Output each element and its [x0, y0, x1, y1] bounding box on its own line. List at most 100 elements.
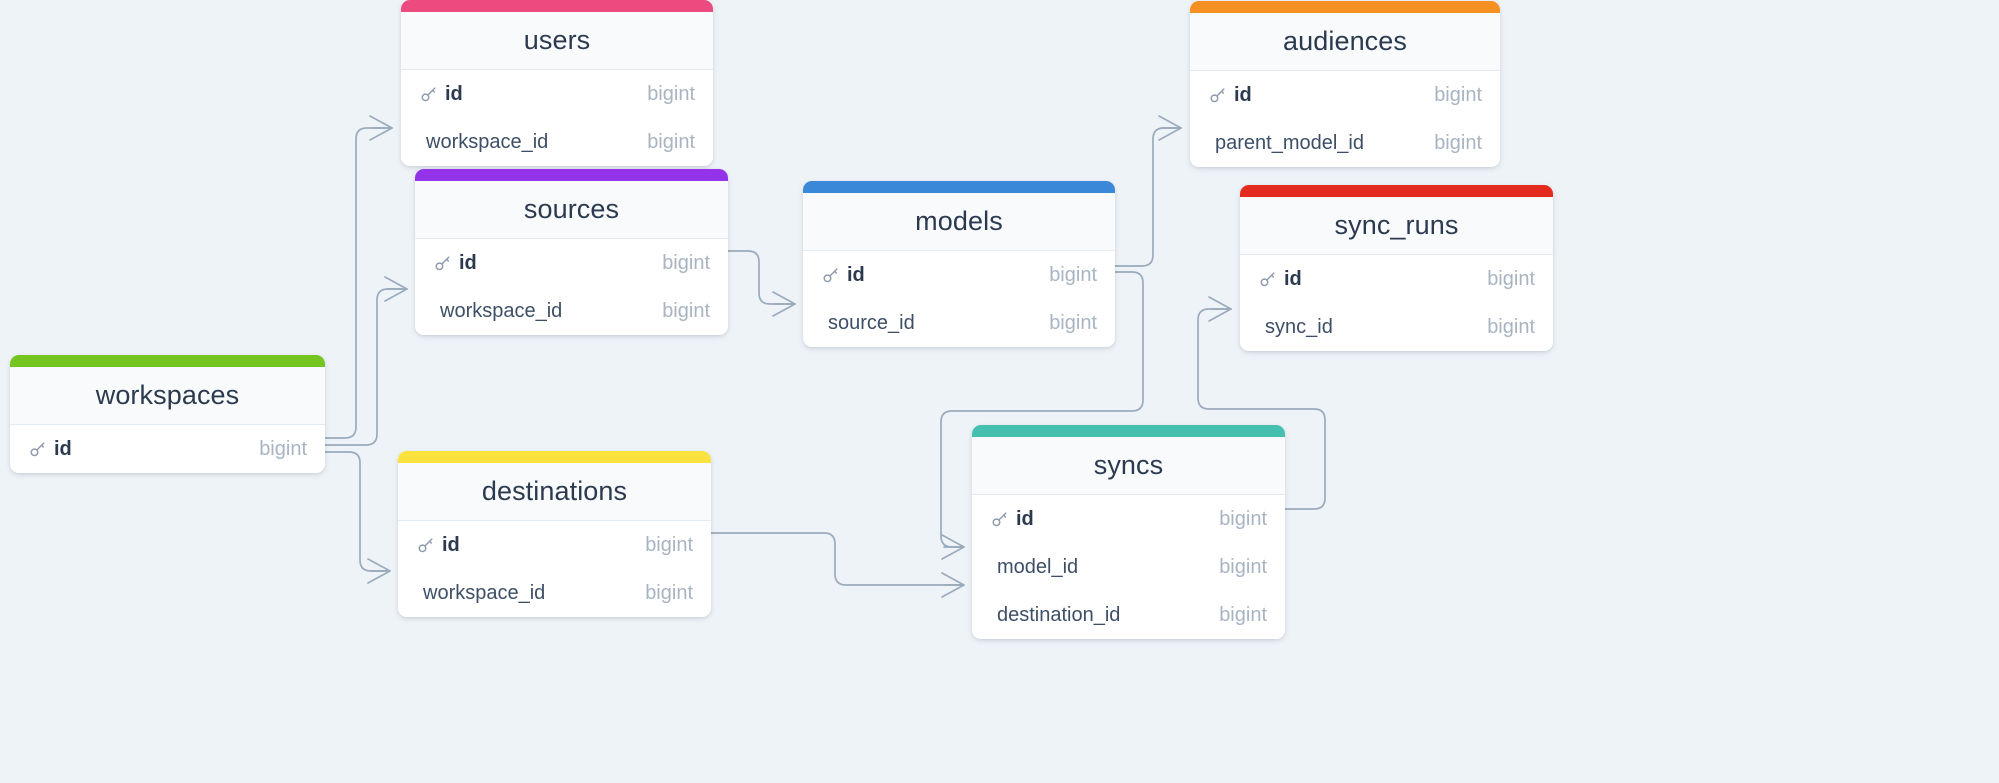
table-accent-bar [972, 425, 1285, 437]
column-row[interactable]: id bigint [972, 495, 1285, 543]
column-name: id [442, 533, 460, 556]
column-type: bigint [259, 437, 307, 460]
column-type: bigint [1049, 263, 1097, 286]
column-type: bigint [1219, 603, 1267, 626]
key-icon [419, 85, 438, 104]
crowfoot-syncruns [1208, 296, 1232, 322]
column-row[interactable]: id bigint [1190, 71, 1500, 119]
column-row[interactable]: id bigint [803, 251, 1115, 299]
column-type: bigint [1487, 267, 1535, 290]
edge-sources-models [727, 250, 796, 305]
column-name-group: destination_id [990, 604, 1203, 627]
column-name: id [459, 251, 477, 274]
column-name: workspace_id [426, 130, 549, 153]
table-card-destinations[interactable]: destinations id bigint workspace_id bigint [398, 451, 711, 617]
column-name-group: id [433, 252, 646, 275]
column-row[interactable]: id bigint [401, 70, 713, 118]
column-row[interactable]: workspace_id bigint [398, 569, 711, 617]
table-card-models[interactable]: models id bigint source_id bigint [803, 181, 1115, 347]
column-name: id [847, 263, 865, 286]
crowfoot-users [369, 115, 393, 141]
crowfoot-models [772, 291, 796, 317]
column-name: id [1234, 83, 1252, 106]
column-row[interactable]: id bigint [415, 239, 728, 287]
edge-destinations-syncs [710, 532, 965, 586]
table-title: users [401, 12, 713, 70]
column-name: id [54, 437, 72, 460]
table-accent-bar [398, 451, 711, 463]
crowfoot-destinations [367, 558, 391, 584]
key-icon [1208, 86, 1227, 105]
table-accent-bar [415, 169, 728, 181]
table-card-users[interactable]: users id bigint workspace_id bigint [401, 0, 713, 166]
column-name: source_id [828, 311, 915, 334]
column-name-group: sync_id [1258, 316, 1471, 339]
column-name-group: workspace_id [433, 300, 646, 323]
column-name: id [445, 82, 463, 105]
table-card-sources[interactable]: sources id bigint workspace_id bigint [415, 169, 728, 335]
column-row[interactable]: id bigint [398, 521, 711, 569]
column-name-group: workspace_id [419, 131, 631, 154]
table-card-workspaces[interactable]: workspaces id bigint [10, 355, 325, 473]
column-name-group: id [821, 264, 1033, 287]
table-title: syncs [972, 437, 1285, 495]
column-row[interactable]: id bigint [1240, 255, 1553, 303]
edge-workspaces-users [324, 127, 393, 439]
column-type: bigint [645, 533, 693, 556]
table-accent-bar [10, 355, 325, 367]
column-row[interactable]: workspace_id bigint [415, 287, 728, 335]
key-icon [433, 254, 452, 273]
key-icon [416, 536, 435, 555]
column-name-group: workspace_id [416, 582, 629, 605]
crowfoot-syncs-model [941, 534, 965, 560]
column-type: bigint [647, 130, 695, 153]
column-name-group: id [1258, 268, 1471, 291]
table-accent-bar [803, 181, 1115, 193]
column-type: bigint [1219, 555, 1267, 578]
column-row[interactable]: model_id bigint [972, 543, 1285, 591]
edge-models-audiences [1114, 127, 1182, 267]
crowfoot-sources [384, 276, 408, 302]
column-name: id [1016, 507, 1034, 530]
key-icon [28, 440, 47, 459]
column-type: bigint [1434, 131, 1482, 154]
column-name: sync_id [1265, 315, 1333, 338]
table-title: sources [415, 181, 728, 239]
column-name-group: id [416, 534, 629, 557]
column-row[interactable]: workspace_id bigint [401, 118, 713, 166]
column-type: bigint [647, 82, 695, 105]
table-accent-bar [401, 0, 713, 12]
table-title: audiences [1190, 13, 1500, 71]
column-name-group: parent_model_id [1208, 132, 1418, 155]
key-icon [1258, 270, 1277, 289]
crowfoot-syncs-destination [941, 572, 965, 598]
column-type: bigint [1434, 83, 1482, 106]
column-type: bigint [645, 581, 693, 604]
column-row[interactable]: source_id bigint [803, 299, 1115, 347]
column-row[interactable]: id bigint [10, 425, 325, 473]
table-title: destinations [398, 463, 711, 521]
column-name-group: id [990, 508, 1203, 531]
table-title: models [803, 193, 1115, 251]
key-icon [990, 510, 1009, 529]
column-name: workspace_id [423, 581, 546, 604]
column-row[interactable]: destination_id bigint [972, 591, 1285, 639]
column-name: model_id [997, 555, 1079, 578]
table-accent-bar [1240, 185, 1553, 197]
column-name: destination_id [997, 603, 1121, 626]
column-type: bigint [662, 299, 710, 322]
table-card-audiences[interactable]: audiences id bigint parent_model_id bigint [1190, 1, 1500, 167]
column-row[interactable]: parent_model_id bigint [1190, 119, 1500, 167]
column-type: bigint [1049, 311, 1097, 334]
column-type: bigint [1219, 507, 1267, 530]
table-title: workspaces [10, 367, 325, 425]
edge-workspaces-sources [324, 288, 408, 446]
column-name-group: id [28, 438, 243, 461]
column-name-group: id [419, 83, 631, 106]
column-type: bigint [662, 251, 710, 274]
crowfoot-audiences [1158, 115, 1182, 141]
